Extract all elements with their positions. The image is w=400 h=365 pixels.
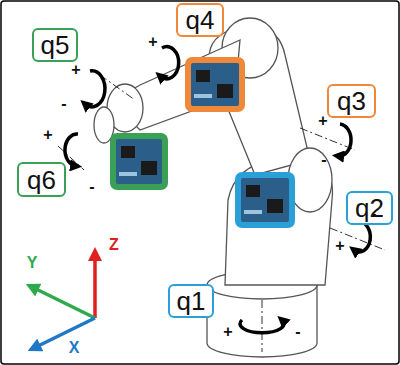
joint-name: q5 xyxy=(41,32,70,58)
joint-name: q4 xyxy=(186,7,215,33)
direction-sign: - xyxy=(295,324,300,340)
axis-label: Y xyxy=(27,255,38,271)
direction-sign: - xyxy=(371,206,376,222)
board-chip xyxy=(246,185,260,197)
board-pcb xyxy=(116,139,162,184)
direction-sign: + xyxy=(148,34,157,50)
joint-label-box: q6 xyxy=(17,162,66,197)
board-strip xyxy=(119,172,137,176)
axis-label: X xyxy=(69,340,80,356)
axis-label: Z xyxy=(109,237,119,253)
board-pcb xyxy=(241,178,289,222)
joint-axis xyxy=(262,300,263,352)
joint-label-box: q1 xyxy=(168,284,214,318)
board-chip xyxy=(217,84,233,98)
joint-label-box: q5 xyxy=(32,28,78,62)
joint-label-box: q4 xyxy=(176,3,224,37)
joint-name: q6 xyxy=(27,167,56,193)
y-axis xyxy=(32,287,95,318)
x-axis xyxy=(34,318,95,348)
joint-label-box: q3 xyxy=(327,84,376,118)
rotation-arrow xyxy=(65,134,78,166)
board-strip xyxy=(194,94,212,98)
direction-sign: + xyxy=(71,62,80,78)
z-axis xyxy=(93,254,97,318)
board-chip xyxy=(267,199,283,213)
rotation-arrow xyxy=(85,71,105,107)
direction-sign: - xyxy=(61,96,66,112)
direction-sign: + xyxy=(43,127,52,143)
joint-name: q1 xyxy=(177,288,206,314)
control-board xyxy=(110,133,168,190)
joint-axis xyxy=(300,128,355,150)
control-board xyxy=(235,172,295,228)
direction-sign: + xyxy=(223,324,232,340)
direction-sign: + xyxy=(335,238,344,254)
joint-label-box: q2 xyxy=(346,191,393,225)
rotation-arrow xyxy=(240,320,284,333)
joint-name: q3 xyxy=(337,88,366,114)
control-board xyxy=(185,57,245,112)
joint-name: q2 xyxy=(355,195,384,221)
rotation-arrow xyxy=(354,222,370,252)
direction-sign: - xyxy=(89,179,94,195)
rotation-arrow xyxy=(338,124,351,156)
direction-sign: + xyxy=(318,113,327,129)
board-strip xyxy=(244,210,262,214)
direction-sign: - xyxy=(321,152,326,168)
board-chip xyxy=(121,146,135,158)
board-chip xyxy=(141,161,157,175)
board-pcb xyxy=(191,63,239,106)
rotation-arrow xyxy=(160,47,179,79)
board-chip xyxy=(196,70,210,82)
